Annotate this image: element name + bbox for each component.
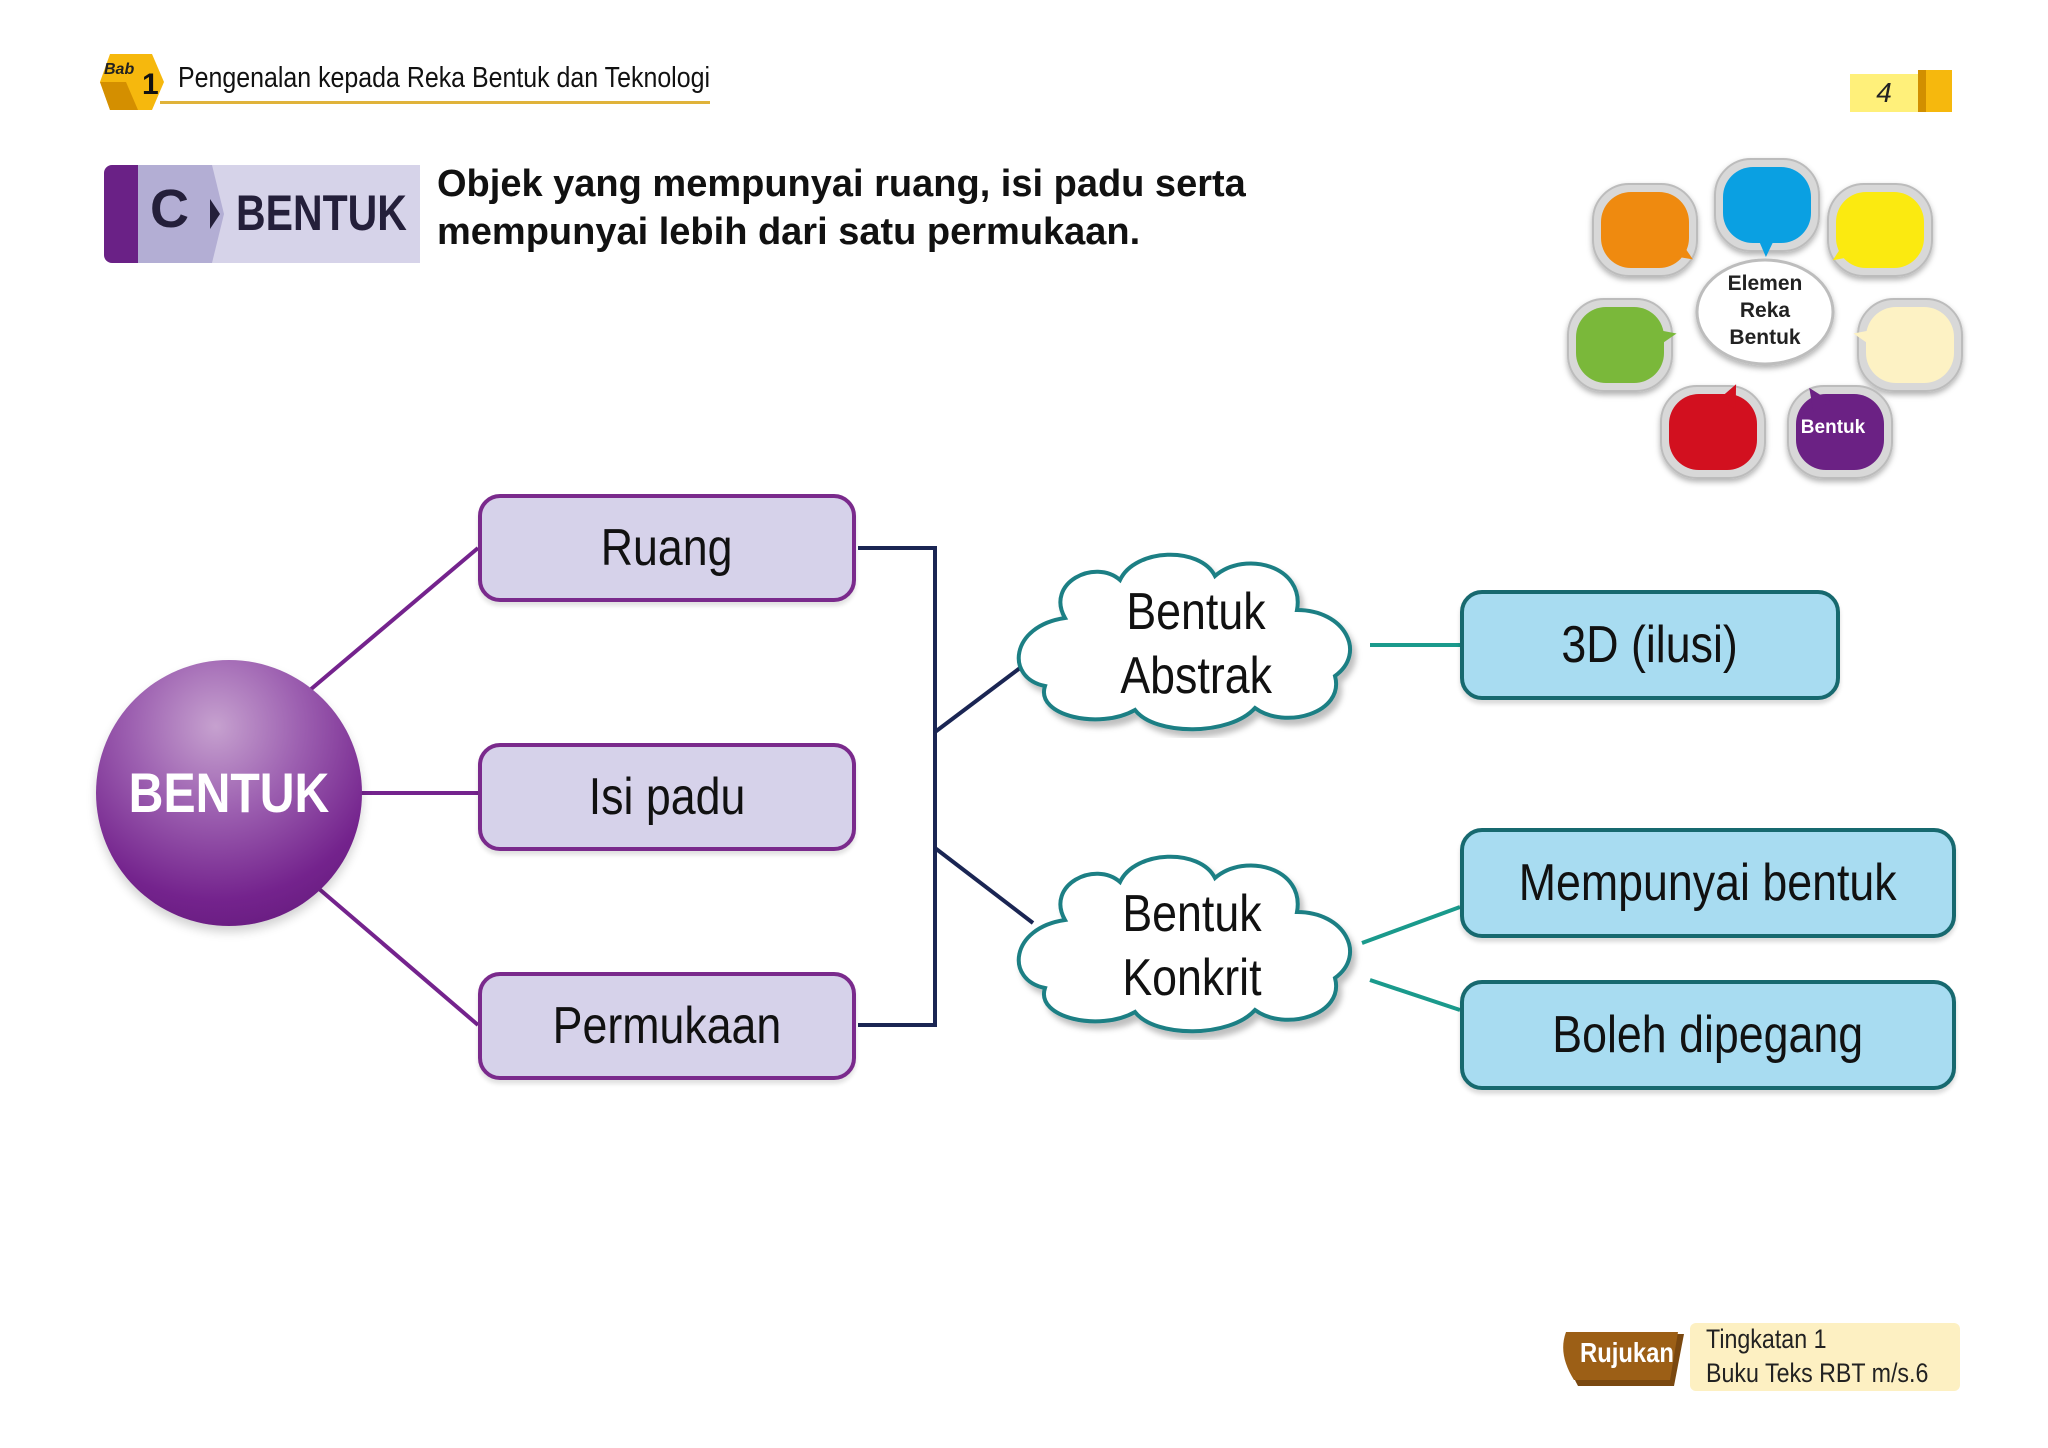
root-circle: [96, 660, 362, 926]
cloud-konkrit: [1016, 854, 1353, 1034]
wheel-bubble-red: [1660, 384, 1766, 479]
line-root-permukaan: [316, 886, 480, 1027]
wheel-bubble-green: [1567, 298, 1677, 392]
wheel-bubble-yellow: [1827, 183, 1933, 277]
cloud-abstrak-label: Bentuk Abstrak: [1086, 580, 1306, 708]
line-bracket: [858, 546, 937, 1027]
chapter-title: Pengenalan kepada Reka Bentuk dan Teknol…: [178, 62, 711, 94]
section-letter: C: [150, 179, 189, 239]
detail-box-ilusi: 3D (ilusi): [1460, 590, 1840, 700]
reference-line-1: Tingkatan 1: [1706, 1324, 1827, 1354]
detail-label: Boleh dipegang: [1552, 1006, 1864, 1064]
wheel-bubble-blue: [1714, 158, 1820, 257]
wheel-bubble-purple: [1787, 385, 1893, 479]
reference-tag: Rujukan: [1580, 1337, 1674, 1368]
wheel-center-line-3: Bentuk: [1729, 326, 1801, 349]
wheel-center-line-2: Reka: [1739, 299, 1791, 322]
definition-line-2: mempunyai lebih dari satu permukaan.: [437, 211, 1141, 253]
root-label: BENTUK: [128, 761, 330, 824]
page-tab-edge: [1918, 70, 1926, 112]
elements-wheel: [1567, 158, 1963, 479]
cloud-abstrak-line-1: Bentuk: [1126, 583, 1266, 641]
property-label: Permukaan: [552, 997, 782, 1055]
cloud-abstrak: [1016, 552, 1353, 732]
wheel-highlight-label: Bentuk: [1800, 417, 1866, 438]
line-to-abstrak: [933, 666, 1022, 734]
wheel-bubble-cream: [1853, 298, 1963, 392]
section-title: BENTUK: [236, 185, 407, 241]
cloud-konkrit-line-1: Bentuk: [1122, 885, 1262, 943]
line-to-konkrit: [933, 846, 1035, 925]
cloud-abstrak-line-2: Abstrak: [1120, 647, 1272, 705]
property-box-permukaan: Permukaan: [478, 972, 856, 1080]
wheel-bubble-orange: [1592, 183, 1698, 277]
wheel-center-bubble: [1695, 258, 1835, 366]
page-number: 4: [1850, 74, 1918, 112]
chapter-underline: [160, 101, 710, 104]
property-label: Isi padu: [588, 768, 746, 826]
property-box-ruang: Ruang: [478, 494, 856, 602]
reference-line-2: Buku Teks RBT m/s.6: [1706, 1358, 1929, 1388]
property-box-isipadu: Isi padu: [478, 743, 856, 851]
cloud-konkrit-line-2: Konkrit: [1122, 949, 1262, 1007]
chapter-cube-icon: Bab 1: [100, 54, 164, 110]
detail-box-dipegang: Boleh dipegang: [1460, 980, 1956, 1090]
line-root-ruang: [308, 546, 480, 692]
property-label: Ruang: [601, 519, 733, 577]
detail-label: 3D (ilusi): [1561, 616, 1739, 674]
reference-box: [1690, 1323, 1960, 1391]
banner-arrow-icon: [198, 165, 224, 263]
section-definition: Objek yang mempunyai ruang, isi padu ser…: [437, 160, 1337, 256]
section-banner-strip: [104, 165, 138, 263]
definition-line-1: Objek yang mempunyai ruang, isi padu ser…: [437, 163, 1246, 205]
reference-tag-icon: [1563, 1332, 1684, 1386]
wheel-center-label: Elemen Reka Bentuk: [1695, 270, 1835, 351]
detail-box-mempunyai: Mempunyai bentuk: [1460, 828, 1956, 938]
detail-label: Mempunyai bentuk: [1519, 854, 1897, 912]
section-banner-right: [198, 165, 420, 263]
wheel-center-line-1: Elemen: [1727, 272, 1803, 295]
line-konkrit-dipegang: [1369, 978, 1461, 1012]
chapter-tag: Bab: [104, 61, 134, 78]
cloud-konkrit-label: Bentuk Konkrit: [1082, 882, 1302, 1010]
section-banner-left: [132, 165, 198, 263]
chapter-number: 1: [142, 68, 159, 101]
line-konkrit-mempunyai: [1361, 905, 1461, 945]
